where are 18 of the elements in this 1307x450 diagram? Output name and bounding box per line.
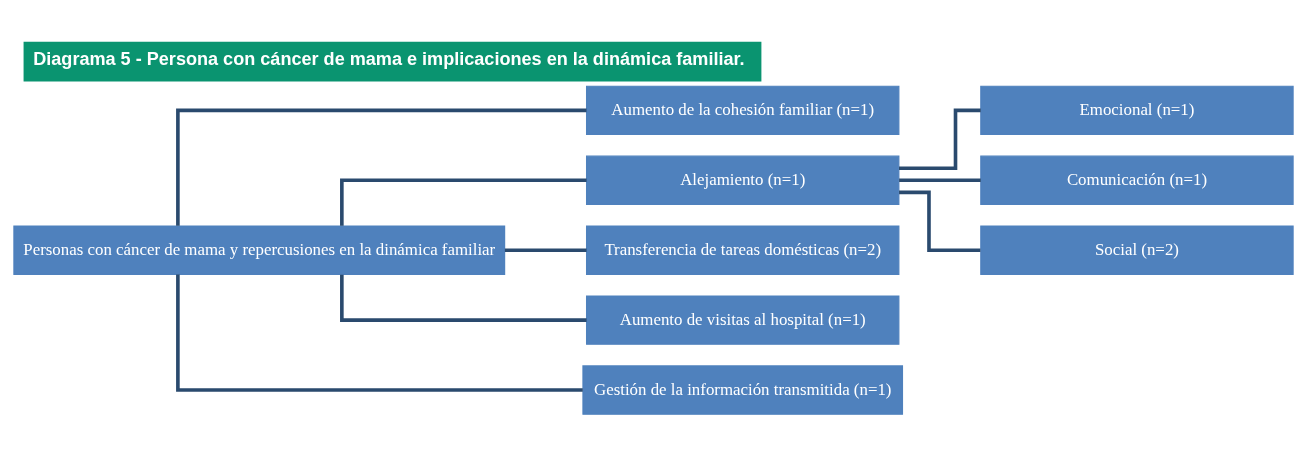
node-box: Emocional (n=1) [980, 85, 1294, 135]
connector [176, 274, 583, 392]
node-box: Aumento de visitas al hospital (n=1) [586, 294, 900, 345]
node-box: Personas con cáncer de mama y repercusiones en la dinámica familiar [13, 225, 506, 275]
connector [504, 247, 587, 252]
node-box: Transferencia de tareas domésticas (n=2) [586, 225, 900, 275]
connector [176, 108, 587, 226]
node-box: Gestión de la información transmitida (n=1) [582, 364, 904, 415]
connector [899, 190, 981, 252]
diagram-title: Diagrama 5 - Persona con cáncer de mama e implicaciones en la dinámica familiar. [33, 48, 745, 69]
node-box: Comunicación (n=1) [980, 155, 1294, 205]
node-box: Aumento de la cohesión familiar (n=1) [586, 85, 900, 135]
node-box: Alejamiento (n=1) [586, 155, 900, 205]
connector [340, 178, 587, 226]
connector [899, 108, 981, 170]
connector [899, 178, 981, 182]
connector [340, 274, 587, 322]
node-box: Social (n=2) [980, 225, 1294, 275]
